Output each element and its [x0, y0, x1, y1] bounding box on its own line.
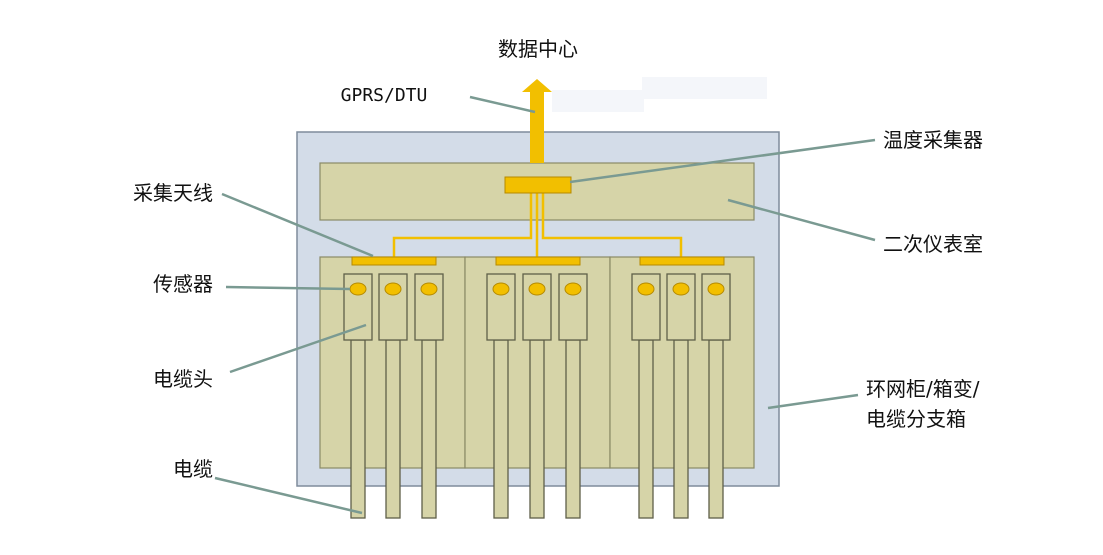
- collection-antenna: [639, 256, 725, 266]
- overlay-patch: [642, 77, 767, 99]
- leader-cabinet: [767, 393, 859, 410]
- collection-antennas: [351, 256, 725, 266]
- label-secondary-room: 二次仪表室: [883, 232, 983, 256]
- collection-antenna: [351, 256, 437, 266]
- label-data-center: 数据中心: [498, 37, 578, 61]
- cable: [708, 339, 724, 519]
- cable: [421, 339, 437, 519]
- cable: [493, 339, 509, 519]
- leader-lines: [214, 95, 876, 515]
- leader-cable-head: [229, 323, 367, 374]
- sensor: [637, 282, 655, 296]
- cable: [638, 339, 654, 519]
- leader-sensor: [225, 285, 351, 291]
- leader-collector: [569, 138, 876, 184]
- leader-cable: [214, 476, 363, 515]
- label-collection-antenna: 采集天线: [133, 181, 213, 205]
- collection-antenna: [495, 256, 581, 266]
- label-cabinet-line2: 电缆分支箱: [866, 407, 966, 431]
- leader-room: [727, 198, 876, 242]
- cable: [529, 339, 545, 519]
- sensor: [384, 282, 402, 296]
- cable: [565, 339, 581, 519]
- signal-wiring: [392, 193, 683, 260]
- label-gprs-dtu: GPRS/DTU: [341, 85, 428, 106]
- sensor: [528, 282, 546, 296]
- leader-antenna: [221, 192, 374, 258]
- sensor: [349, 282, 367, 296]
- uplink-arrow: [522, 79, 552, 163]
- sensor: [420, 282, 438, 296]
- sensor: [672, 282, 690, 296]
- label-cable: 电缆: [173, 457, 213, 481]
- cable: [673, 339, 689, 519]
- leader-gprs: [469, 95, 536, 114]
- label-cable-head: 电缆头: [153, 367, 213, 391]
- wire: [392, 193, 533, 260]
- label-cabinet-line1: 环网柜/箱变/: [866, 377, 980, 401]
- sensor: [707, 282, 725, 296]
- sensor: [492, 282, 510, 296]
- cable: [385, 339, 401, 519]
- overlay-patch: [552, 90, 644, 112]
- wire: [541, 193, 683, 260]
- sensor: [564, 282, 582, 296]
- label-sensor: 传感器: [153, 272, 213, 296]
- cable: [350, 339, 366, 519]
- cables: [350, 339, 724, 519]
- cable-head: [631, 273, 661, 341]
- label-temperature-collector: 温度采集器: [883, 128, 983, 152]
- temperature-collector: [504, 176, 572, 194]
- sensors: [349, 282, 725, 296]
